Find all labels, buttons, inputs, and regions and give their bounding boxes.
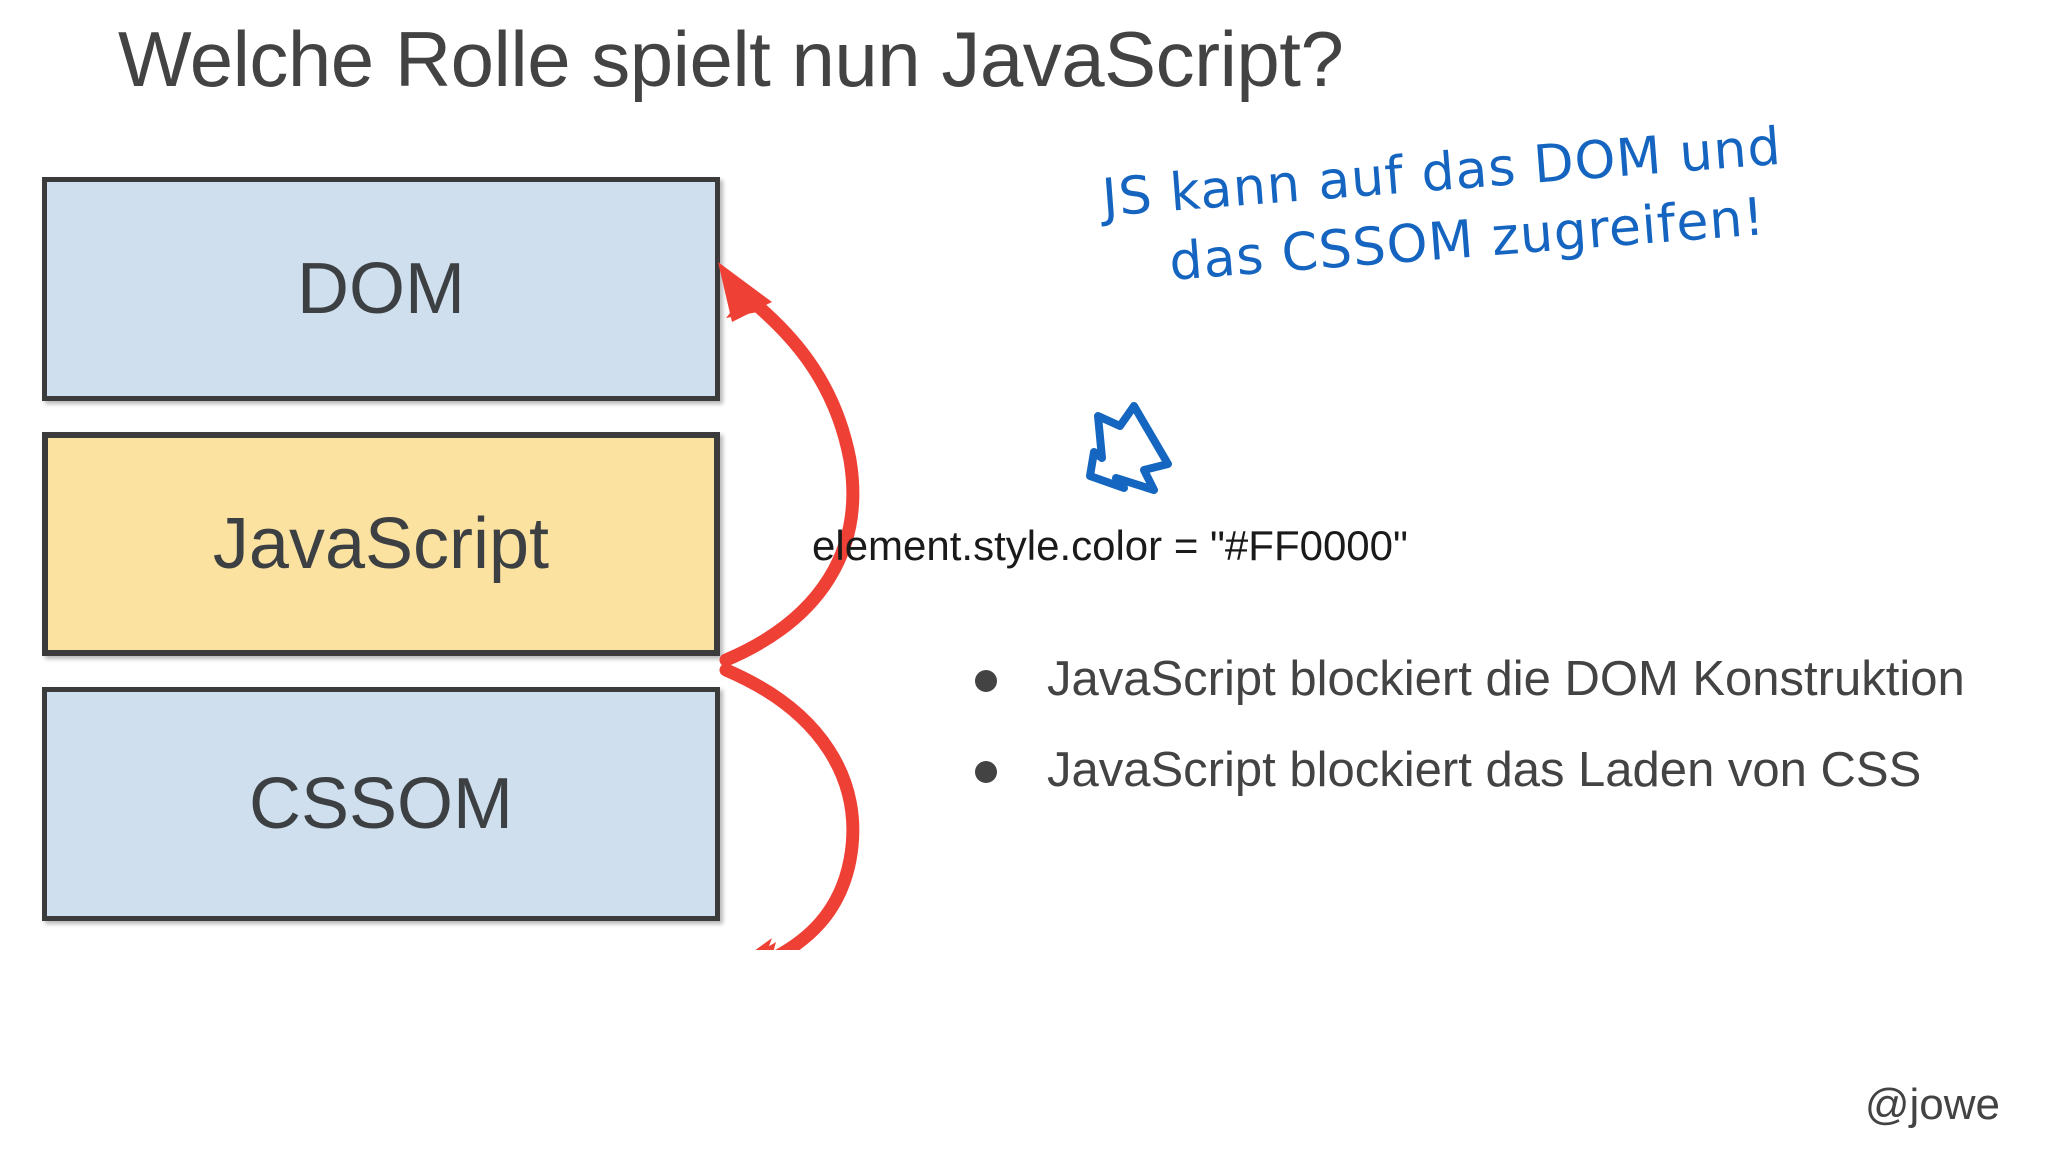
diagram-box-cssom: CSSOM: [42, 687, 720, 921]
code-example-text: element.style.color = "#FF0000": [812, 522, 1408, 569]
list-item-label: JavaScript blockiert die DOM Konstruktio…: [1047, 652, 1965, 706]
list-item-label: JavaScript blockiert das Laden von CSS: [1047, 742, 1922, 797]
author-watermark: @jowe: [1864, 1080, 2000, 1129]
diagram-box-javascript: JavaScript: [42, 432, 720, 656]
bullet-dot-icon: [975, 670, 997, 692]
bullet-dot-icon: [975, 760, 997, 783]
diagram-box-cssom-label: CSSOM: [248, 764, 514, 844]
diagram-box-javascript-label: JavaScript: [212, 504, 550, 584]
hand-drawn-arrow-down-left-icon: [1086, 402, 1172, 494]
list-item: JavaScript blockiert die DOM Konstruktio…: [975, 648, 2048, 711]
red-arrow-to-dom: [718, 262, 860, 667]
diagram-box-dom-label: DOM: [297, 249, 465, 329]
handwritten-annotation: JS kann auf das DOM und das CSSOM zugrei…: [1100, 110, 1868, 301]
list-item: JavaScript blockiert das Laden von CSS: [975, 739, 2048, 802]
diagram-box-dom: DOM: [42, 177, 720, 401]
page-title: Welche Rolle spielt nun JavaScript?: [118, 15, 1344, 103]
red-arrow-to-cssom: [719, 663, 860, 950]
bullet-list: JavaScript blockiert die DOM Konstruktio…: [975, 648, 2048, 829]
